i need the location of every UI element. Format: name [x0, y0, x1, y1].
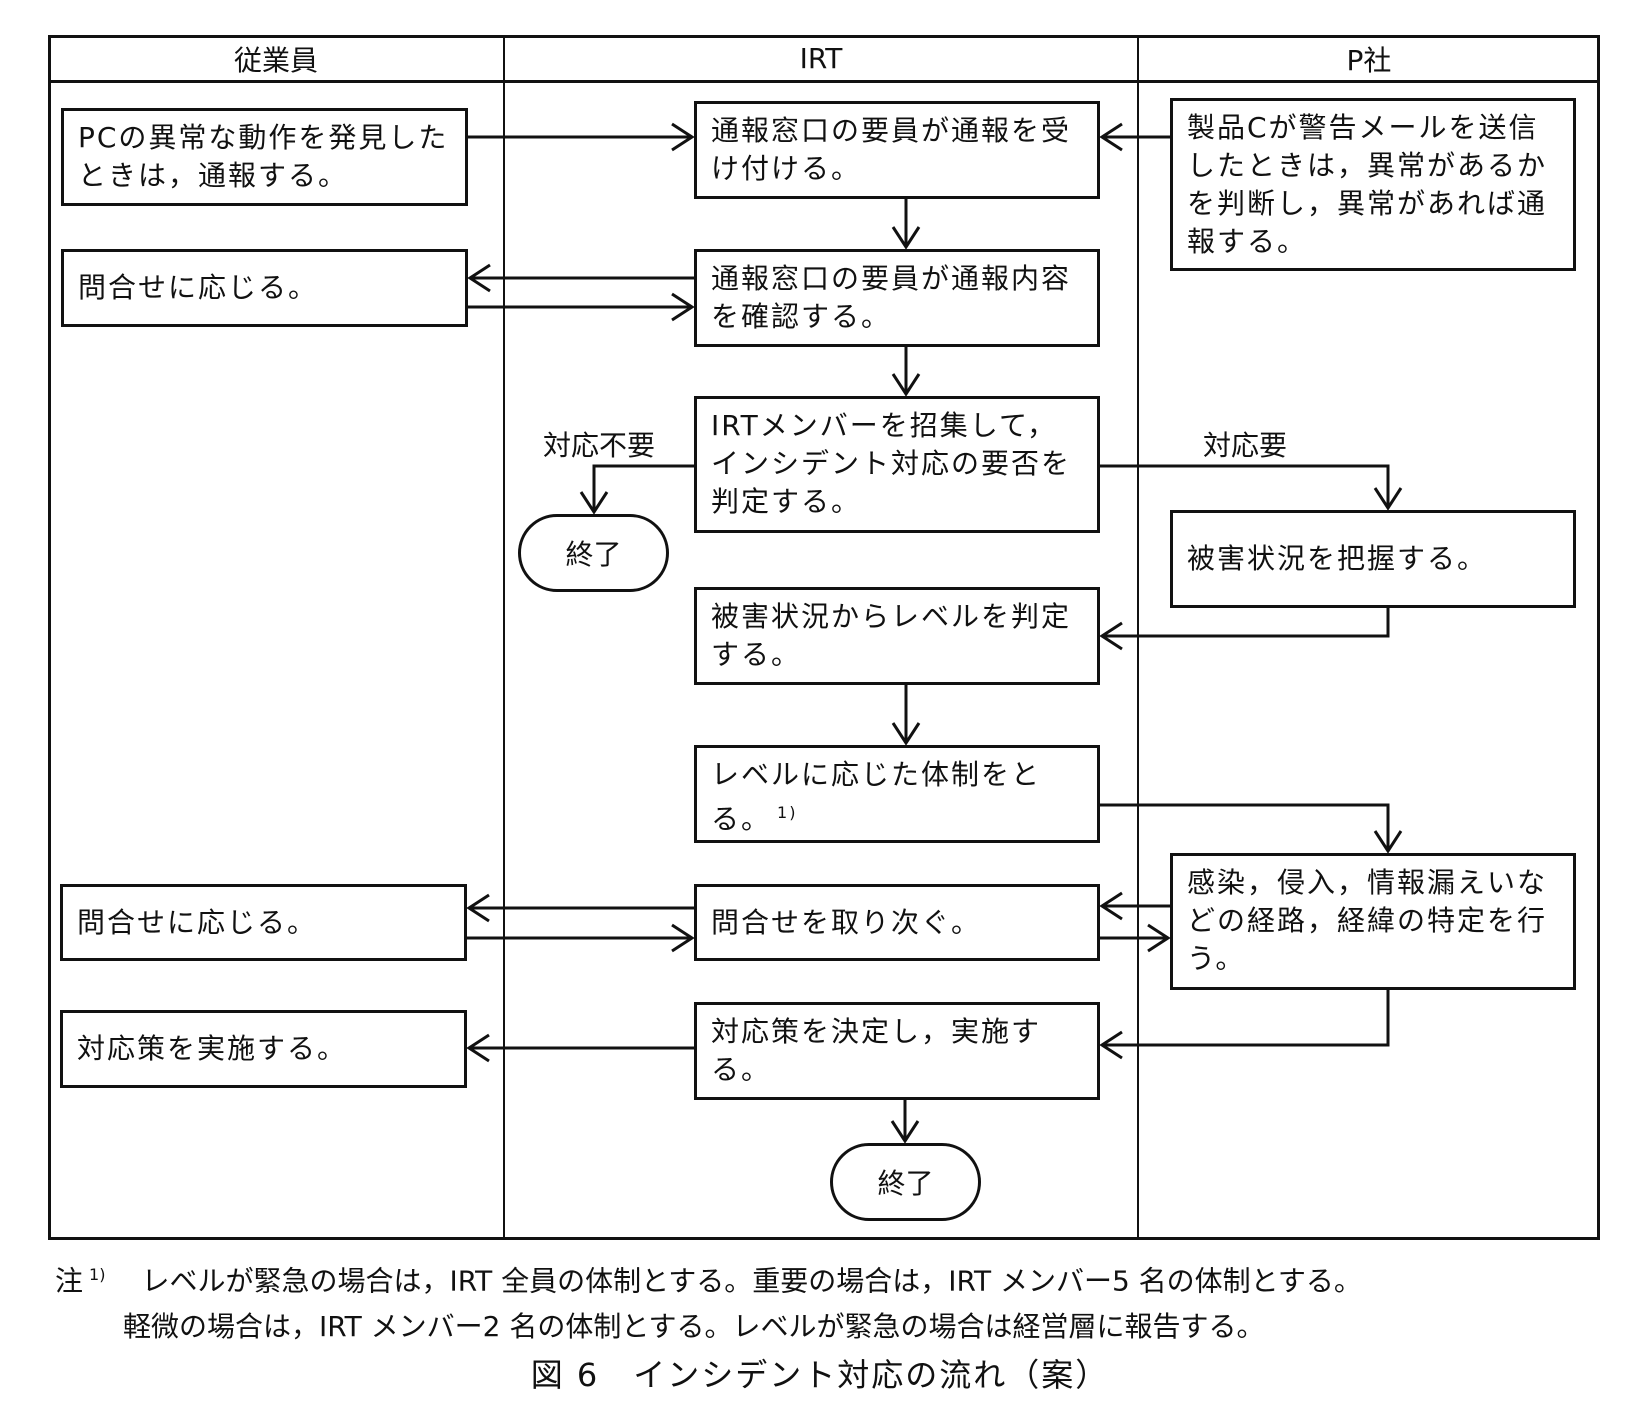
lane-divider-1: [503, 35, 505, 1240]
edge-emp-answer-1-to-irt-confirm: [468, 292, 695, 322]
node-employee-answer-1: 問合せに応じる。: [61, 249, 468, 327]
swimlane-flowchart: 従業員 IRT P社 PCの異常な動作を発見したときは，通報する。 問合せに応じ…: [48, 35, 1600, 1240]
branch-label-not-required: 対応不要: [543, 429, 656, 462]
node-irt-countermeasure: 対応策を決定し，実施する。: [694, 1002, 1100, 1100]
node-employee-implement: 対応策を実施する。: [60, 1010, 467, 1088]
edge-irt-decide-to-p-assess: [1100, 464, 1403, 511]
lane-header-irt: IRT: [799, 42, 843, 75]
node-p-identify: 感染，侵入，情報漏えいなどの経路，経緯の特定を行う。: [1170, 853, 1576, 990]
note-marker: 注: [55, 1264, 84, 1298]
node-irt-level: 被害状況からレベルを判定する。: [694, 587, 1100, 685]
lane-header-p-company: P社: [1346, 43, 1392, 77]
figure-caption: 図 6 インシデント対応の流れ（案）: [530, 1356, 1110, 1394]
terminal-end-2: 終了: [830, 1143, 981, 1221]
edge-irt-decide-to-end-1: [579, 464, 694, 515]
edge-irt-receive-to-confirm: [891, 199, 921, 250]
node-irt-structure: レベルに応じた体制をとる。1): [694, 745, 1100, 843]
note-text-1: レベルが緊急の場合は，IRT 全員の体制とする。重要の場合は，IRT メンバー5…: [141, 1264, 1362, 1298]
edge-irt-relay-to-p-identify: [1100, 923, 1171, 953]
node-p-assess: 被害状況を把握する。: [1170, 510, 1576, 608]
edge-irt-relay-to-emp-answer-2: [466, 893, 694, 923]
node-p-product-mail: 製品Cが警告メールを送信したときは，異常があるかを判断し，異常があれば通報する。: [1170, 98, 1576, 271]
edge-irt-confirm-to-decide: [891, 347, 921, 397]
edge-p-assess-to-irt-level: [1099, 608, 1390, 651]
edge-irt-countermeasure-to-emp-implement: [466, 1033, 694, 1063]
edge-p-identify-to-irt-relay: [1099, 891, 1170, 921]
node-irt-relay: 問合せを取り次ぐ。: [694, 884, 1100, 961]
node-irt-decide: IRTメンバーを招集して，インシデント対応の要否を判定する。: [694, 396, 1100, 533]
terminal-end-1: 終了: [518, 514, 669, 592]
node-irt-structure-text: レベルに応じた体制をとる。: [711, 758, 1042, 836]
edge-irt-countermeasure-to-end-2: [890, 1100, 920, 1144]
edge-irt-level-to-structure: [891, 685, 921, 746]
footnotes: 注 1) レベルが緊急の場合は，IRT 全員の体制とする。重要の場合は，IRT メン…: [55, 1252, 1362, 1350]
node-irt-receive: 通報窓口の要員が通報を受け付ける。: [694, 101, 1100, 199]
footnote-line-1: 注 1) レベルが緊急の場合は，IRT 全員の体制とする。重要の場合は，IRT メン…: [55, 1252, 1362, 1304]
diagram-frame: [48, 35, 1600, 1240]
connector-layer: [466, 122, 1403, 1144]
edge-emp-report-to-irt-receive: [468, 122, 695, 152]
edge-emp-answer-2-to-irt-relay: [467, 923, 695, 953]
footnote-line-2: 軽微の場合は，IRT メンバー2 名の体制とする。レベルが緊急の場合は経営層に報…: [123, 1310, 1265, 1344]
node-irt-confirm: 通報窓口の要員が通報内容を確認する。: [694, 249, 1100, 347]
edge-p-identify-to-irt-countermeasure: [1099, 990, 1390, 1060]
note-ref: 1): [89, 1265, 106, 1284]
branch-label-required: 対応要: [1203, 429, 1288, 462]
header-divider: [48, 80, 1600, 83]
lane-header-employee: 従業員: [233, 43, 318, 77]
node-employee-answer-2: 問合せに応じる。: [60, 884, 467, 961]
node-employee-report: PCの異常な動作を発見したときは，通報する。: [61, 108, 468, 206]
edge-irt-confirm-to-emp-answer-1: [467, 263, 694, 293]
footnote-ref: 1): [777, 803, 798, 822]
edge-p-mail-to-irt-receive: [1099, 122, 1170, 152]
edge-irt-structure-to-p-identify: [1100, 803, 1403, 854]
